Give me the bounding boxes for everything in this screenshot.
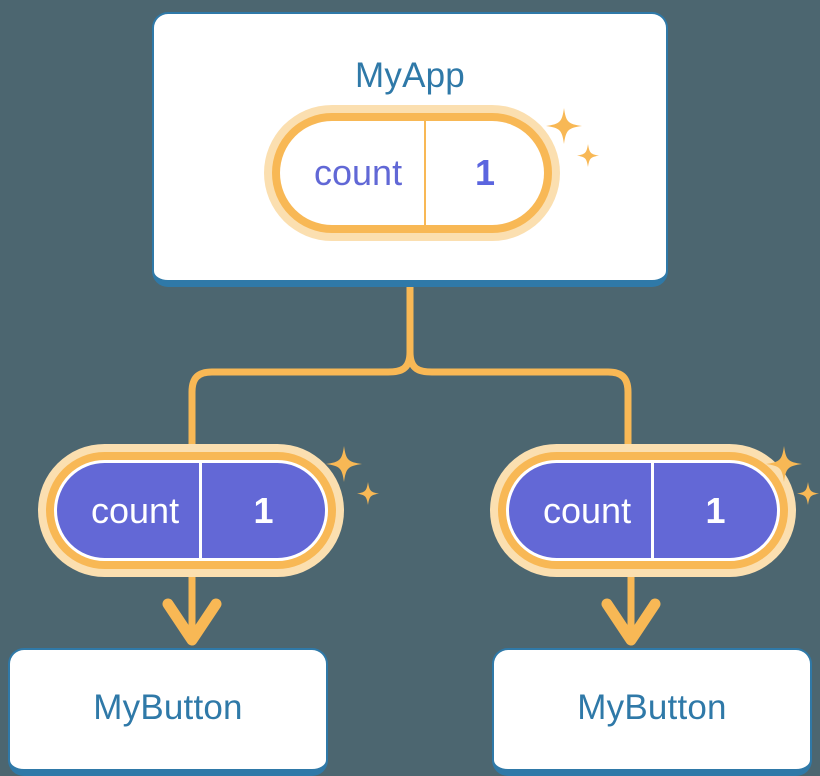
state-key-label: count [314, 152, 403, 193]
pill-body: count 1 [54, 460, 328, 561]
state-key-label: count [543, 489, 632, 531]
card-mybutton-right[interactable]: MyButton [492, 648, 812, 776]
state-value-label: 1 [199, 463, 325, 558]
state-pill-myapp[interactable]: count 1 [264, 105, 560, 241]
connector-arrow-left-head [162, 598, 222, 646]
pill-body: count 1 [280, 121, 544, 225]
state-value-label: 1 [424, 121, 544, 225]
card-title: MyButton [577, 688, 727, 727]
connector-arrow-right-head [601, 598, 661, 646]
page-title: MyApp [355, 56, 465, 95]
connector-trunk-split [188, 283, 632, 456]
card-mybutton-left[interactable]: MyButton [8, 648, 328, 776]
pill-body: count 1 [506, 460, 780, 561]
state-key-label: count [91, 489, 180, 531]
card-title: MyButton [93, 688, 243, 727]
state-pill-right[interactable]: count 1 [490, 444, 796, 577]
state-pill-left[interactable]: count 1 [38, 444, 344, 577]
state-value-label: 1 [651, 463, 777, 558]
